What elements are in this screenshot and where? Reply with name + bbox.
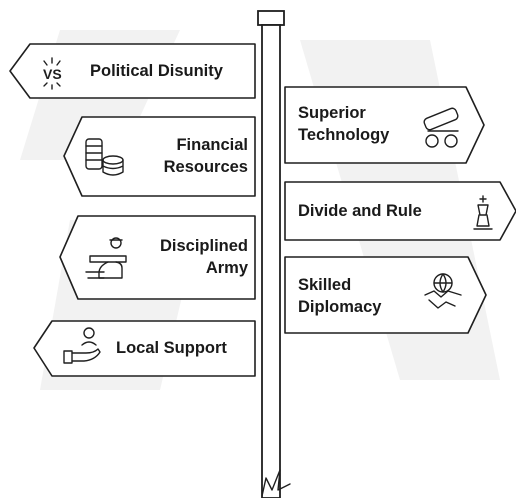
chess-king-icon xyxy=(473,195,493,230)
sign-board-political-disunity xyxy=(9,43,256,99)
grass-tuft-icon xyxy=(261,469,291,497)
sign-label-financial-resources: Financial Resources xyxy=(163,136,248,176)
sign-board-local-support xyxy=(33,320,256,377)
sign-label-disciplined-army: Disciplined Army xyxy=(159,237,248,277)
signpost-pole xyxy=(261,24,281,498)
svg-text:VS: VS xyxy=(43,66,62,82)
sign-label-superior-technology: Superior Technology xyxy=(298,104,390,144)
sign-label-local-support: Local Support xyxy=(116,339,227,357)
helping-hand-icon xyxy=(63,327,101,364)
signpost-cap xyxy=(257,10,285,26)
cannon-icon xyxy=(423,107,459,148)
sign-board-divide-and-rule xyxy=(284,181,516,241)
sign-label-divide-and-rule: Divide and Rule xyxy=(298,202,422,220)
sign-board-superior-technology xyxy=(284,86,485,164)
vs-icon: VS xyxy=(43,57,62,90)
coins-icon xyxy=(85,138,124,176)
handshake-globe-icon xyxy=(424,273,462,309)
sign-label-political-disunity: Political Disunity xyxy=(90,62,223,80)
soldier-icon xyxy=(85,237,127,279)
sign-label-skilled-diplomacy: Skilled Diplomacy xyxy=(298,276,382,316)
sign-board-skilled-diplomacy xyxy=(284,256,487,334)
sign-board-financial-resources xyxy=(63,116,256,197)
